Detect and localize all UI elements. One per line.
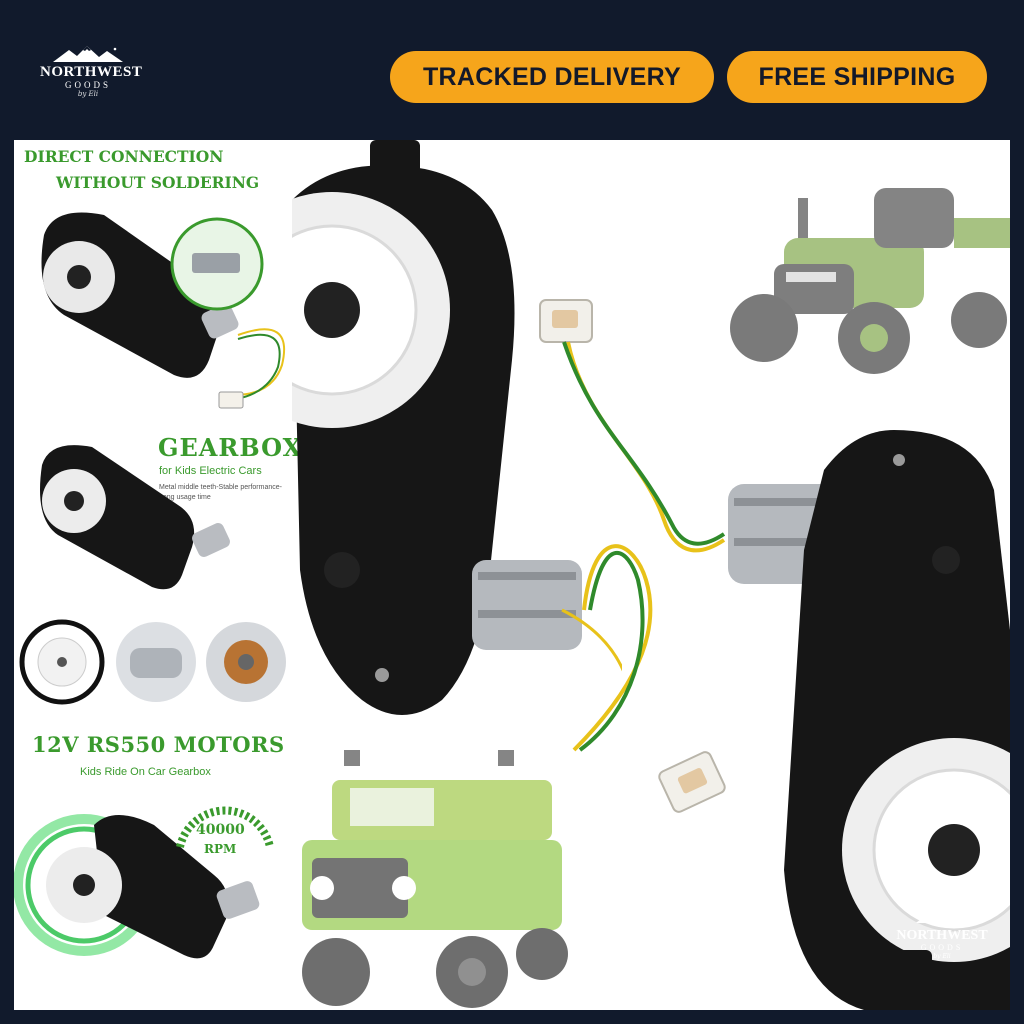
rpm-value: 40000 (196, 822, 245, 838)
gearbox-note: Metal middle teeth-Stable performance-Lo… (159, 484, 282, 501)
headline-without-soldering: WITHOUT SOLDERING (56, 173, 260, 192)
brand-byline: by Eli (77, 90, 99, 98)
headline-direct-connection: DIRECT CONNECTION (24, 147, 224, 166)
header-bar: NORTHWEST GOODS by Eli TRACKED DELIVERY … (0, 0, 1024, 140)
gearbox-side-photo (40, 445, 230, 590)
mountain-icon (915, 911, 969, 923)
gearbox-spinning-photo (14, 806, 274, 959)
gearbox-connector-photo (41, 212, 286, 409)
gearbox-large-right (728, 430, 1010, 1010)
tracked-delivery-badge[interactable]: TRACKED DELIVERY (390, 51, 714, 103)
brand-subtitle: GOODS (64, 80, 111, 90)
tractor-photo (730, 188, 1010, 374)
brand-logo[interactable]: NORTHWEST GOODS by Eli (40, 46, 143, 118)
motors-subtitle: Kids Ride On Car Gearbox (80, 766, 211, 778)
product-image: DIRECT CONNECTION WITHOUT SOLDERING GEAR… (14, 140, 1010, 1010)
watermark-subtitle: GOODS (920, 943, 964, 952)
jeep-photo (302, 750, 568, 1008)
watermark-logo: NORTHWEST GOODS by Eli (894, 910, 990, 961)
rpm-unit: RPM (204, 842, 237, 856)
feature-panel: DIRECT CONNECTION WITHOUT SOLDERING GEAR… (14, 140, 301, 1010)
detail-thumbnails (19, 619, 286, 705)
gearbox-large-left (292, 140, 622, 715)
wire-harness (539, 299, 726, 813)
mountain-icon (53, 46, 123, 62)
brand-name: NORTHWEST (40, 64, 143, 80)
watermark-byline: by Eli (933, 953, 951, 960)
motors-title: 12V RS550 MOTORS (32, 732, 285, 757)
gearbox-subtitle: for Kids Electric Cars (159, 465, 262, 477)
free-shipping-badge[interactable]: FREE SHIPPING (727, 51, 987, 103)
watermark-name: NORTHWEST (896, 928, 988, 943)
gearbox-title: GEARBOX (158, 433, 303, 462)
